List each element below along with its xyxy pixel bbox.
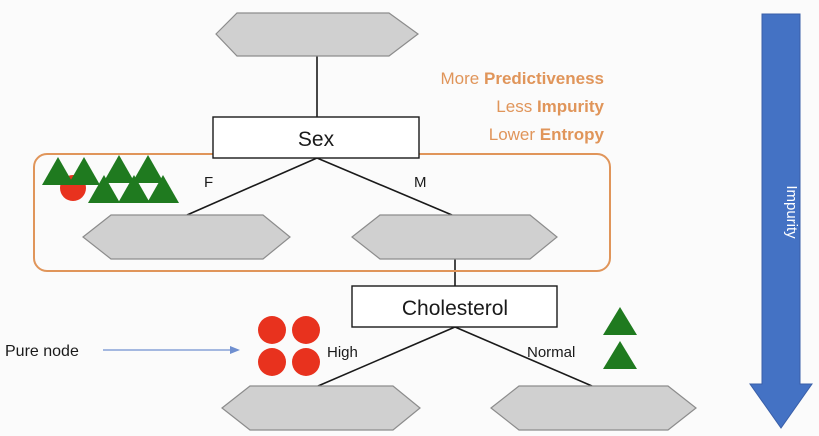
red-circle-icon bbox=[292, 348, 320, 376]
edge-cholesterol-high bbox=[317, 326, 456, 387]
cholesterol-node bbox=[351, 285, 558, 328]
leaf-node-male bbox=[351, 214, 558, 260]
edge-cholesterol-normal bbox=[454, 326, 593, 387]
edge-sex-male bbox=[316, 157, 453, 216]
annotation-impurity: Less Impurity bbox=[496, 97, 604, 116]
red-circle-icon bbox=[258, 316, 286, 344]
leaf-node-normal bbox=[490, 385, 697, 431]
green-triangle-icon bbox=[147, 175, 179, 203]
red-circles-icon bbox=[258, 316, 320, 376]
sex-node bbox=[212, 116, 420, 159]
pure-node-pointer-arrow bbox=[103, 346, 240, 354]
branch-label-male: M bbox=[414, 174, 427, 191]
pure-node-label: Pure node bbox=[5, 343, 79, 360]
green-triangle-icon bbox=[42, 157, 74, 185]
red-circle-icon bbox=[292, 316, 320, 344]
red-circle-icon bbox=[258, 348, 286, 376]
green-triangle-icon bbox=[68, 157, 100, 185]
branch-label-normal: Normal bbox=[527, 344, 575, 361]
green-triangle-icon bbox=[603, 307, 637, 335]
green-triangles-icon bbox=[603, 307, 637, 369]
root-node bbox=[215, 12, 420, 57]
sex-node-label: Sex bbox=[298, 128, 335, 151]
green-triangle-icon bbox=[132, 155, 164, 183]
branch-label-high: High bbox=[327, 344, 358, 361]
edge-sex-female bbox=[186, 157, 318, 216]
annotation-block: More Predictiveness Less Impurity Lower … bbox=[441, 69, 605, 144]
mixed-triangles-circle-icon bbox=[42, 155, 179, 203]
tree-edges bbox=[186, 56, 593, 387]
cholesterol-node-label: Cholesterol bbox=[402, 297, 508, 320]
impurity-arrow-label: Impurity bbox=[783, 185, 800, 239]
leaf-node-female bbox=[82, 214, 291, 260]
green-triangle-icon bbox=[88, 175, 120, 203]
impurity-arrow: Impurity bbox=[749, 13, 813, 429]
leaf-node-high bbox=[221, 385, 421, 431]
annotation-predictiveness: More Predictiveness bbox=[441, 69, 604, 88]
green-triangle-icon bbox=[103, 155, 135, 183]
annotation-entropy: Lower Entropy bbox=[489, 125, 605, 144]
branch-label-female: F bbox=[204, 174, 213, 191]
green-triangle-icon bbox=[118, 175, 150, 203]
green-triangle-icon bbox=[603, 341, 637, 369]
